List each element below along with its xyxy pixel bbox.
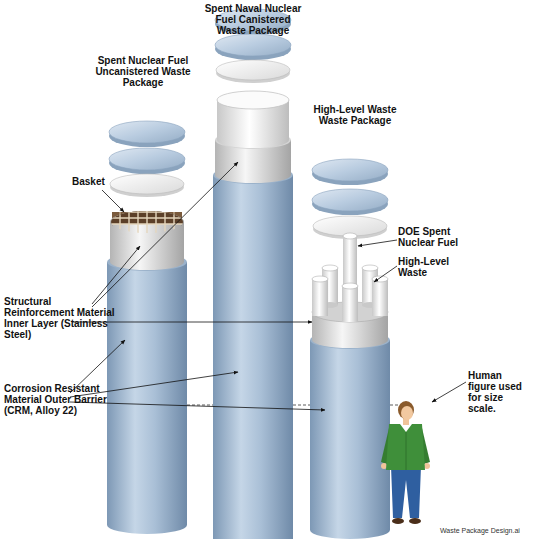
lid	[109, 121, 185, 147]
package-title: High-Level Waste Waste Package	[303, 104, 407, 126]
part-label: Basket	[72, 176, 122, 187]
lid	[312, 189, 388, 215]
scale-line	[187, 405, 398, 406]
lid	[109, 148, 185, 174]
part-label: Structural Reinforcement Material Inner …	[4, 296, 122, 340]
part-label: High-Level Waste	[398, 256, 460, 278]
leader-lines	[70, 162, 466, 410]
lid	[215, 34, 291, 60]
part-label: DOE Spent Nuclear Fuel	[398, 226, 468, 248]
waste-package: Spent Naval Nuclear Fuel Canistered Wast…	[201, 3, 305, 539]
hlw-package-drawing	[310, 159, 390, 539]
lid	[313, 216, 387, 239]
file-name: Waste Package Design.ai	[440, 527, 535, 535]
naval-package-drawing	[213, 9, 293, 539]
uncanistered-package-drawing	[107, 121, 187, 534]
lid	[215, 9, 291, 35]
package-title: Spent Naval Nuclear Fuel Canistered Wast…	[201, 3, 305, 36]
waste-package: High-Level Waste Waste Package	[303, 104, 407, 534]
part-label: Corrosion Resistant Material Outer Barri…	[4, 383, 116, 416]
scale-note: Human figure used for size scale.	[468, 370, 532, 414]
lid	[110, 174, 184, 197]
lid	[216, 60, 290, 83]
human-figure	[381, 401, 430, 524]
package-title: Spent Nuclear Fuel Uncanistered Waste Pa…	[91, 55, 195, 88]
waste-package: Spent Nuclear Fuel Uncanistered Waste Pa…	[91, 55, 195, 530]
lid	[312, 159, 388, 185]
